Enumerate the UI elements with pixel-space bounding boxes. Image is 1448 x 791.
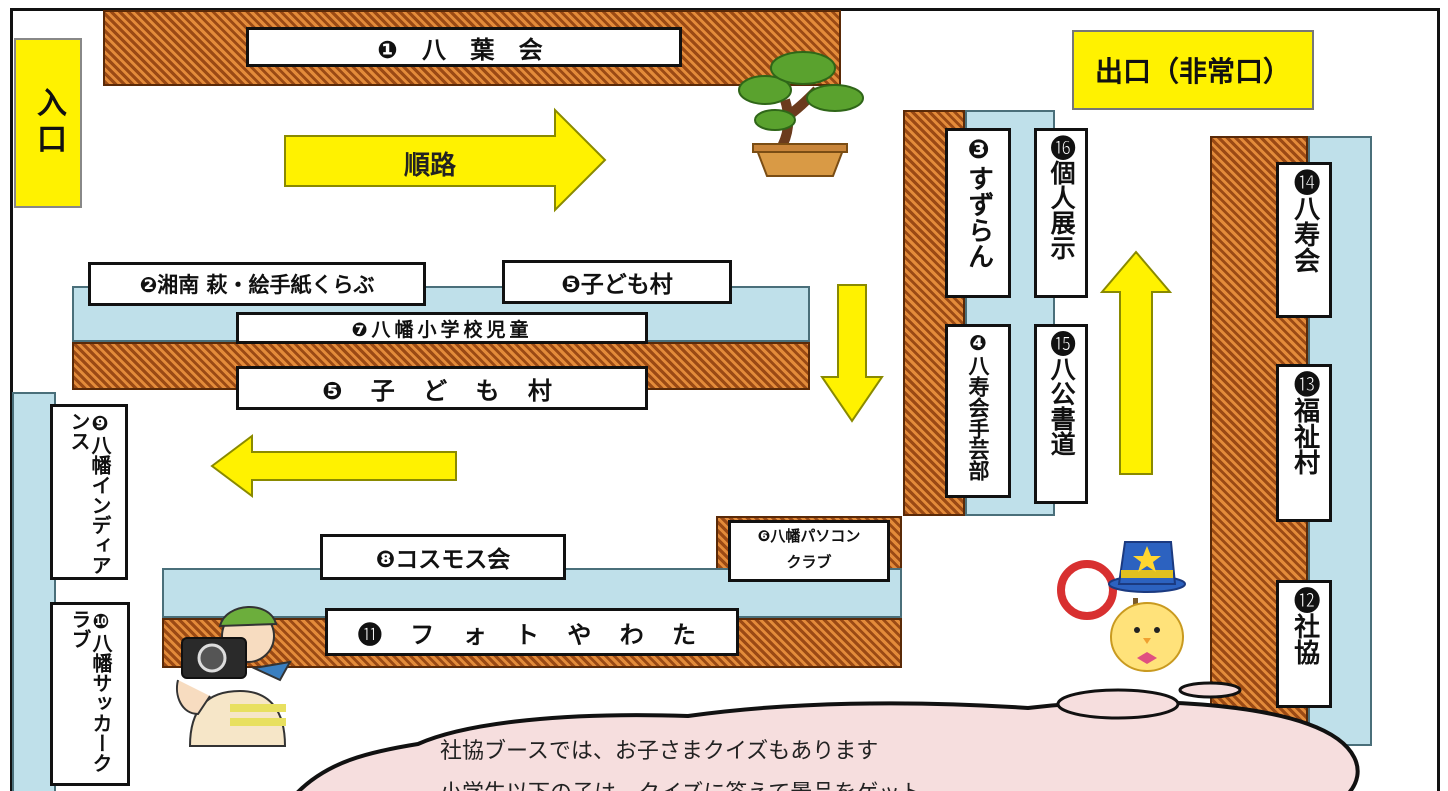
- booth-10-label: ❿八幡サッカークラブ: [50, 602, 130, 786]
- arrow-icon: [210, 434, 457, 498]
- entrance-label: 入口: [14, 38, 82, 208]
- arrow-icon: [284, 107, 607, 213]
- exit-label: 出口（非常口）: [1072, 30, 1314, 110]
- booth-13-label: ⓭福祉村: [1276, 364, 1332, 522]
- booth-6-label: ❻八幡パソコン クラブ: [728, 520, 890, 582]
- booth-12-label: ⓬社協: [1276, 580, 1332, 708]
- booth-3-label: ❸すずらん: [945, 128, 1011, 298]
- bubble-line-2: 小学生以下の子は、クイズに答えて景品をゲット: [440, 781, 922, 791]
- booth-4-label: ❹八寿会手芸部: [945, 324, 1011, 498]
- booth-2-label: ❷湘南 萩・絵手紙くらぶ: [88, 262, 426, 306]
- speech-bubble: 社協ブースでは、お子さまクイズもあります 小学生以下の子は、クイズに答えて景品を…: [296, 681, 1360, 791]
- photographer-icon: [176, 606, 292, 747]
- booth-5a-label: ❺子ども村: [502, 260, 732, 304]
- bonsai-icon: [738, 51, 864, 177]
- booth-6-label-line2: クラブ: [786, 553, 832, 571]
- arrow-icon: [820, 284, 884, 423]
- booth-16-label: ⓰個人展示: [1034, 128, 1088, 298]
- booth-11-label: ⓫ フ ォ ト や わ た: [325, 608, 739, 656]
- booth-9-label: ❾八幡インディアンス: [50, 404, 128, 580]
- booth-8-label: ❽コスモス会: [320, 534, 566, 580]
- mascot-chick-icon: [1057, 541, 1186, 672]
- booth-14-label: ⓮八寿会: [1276, 162, 1332, 318]
- floor-frame: [10, 8, 1440, 791]
- bubble-line-1: 社協ブースでは、お子さまクイズもあります: [440, 739, 878, 764]
- route-label: 順路: [403, 151, 456, 181]
- arrow-icon: [1099, 250, 1173, 475]
- booth-5b-label: ❺ 子 ど も 村: [236, 366, 648, 410]
- booth-6-label-line1: ❻八幡パソコン: [757, 527, 861, 545]
- booth-7-label: ❼八幡小学校児童: [236, 312, 648, 344]
- booth-1-label: ❶ 八 葉 会: [246, 27, 682, 67]
- booth-15-label: ⓯八公書道: [1034, 324, 1088, 504]
- booth-9-table-blue: [12, 392, 56, 791]
